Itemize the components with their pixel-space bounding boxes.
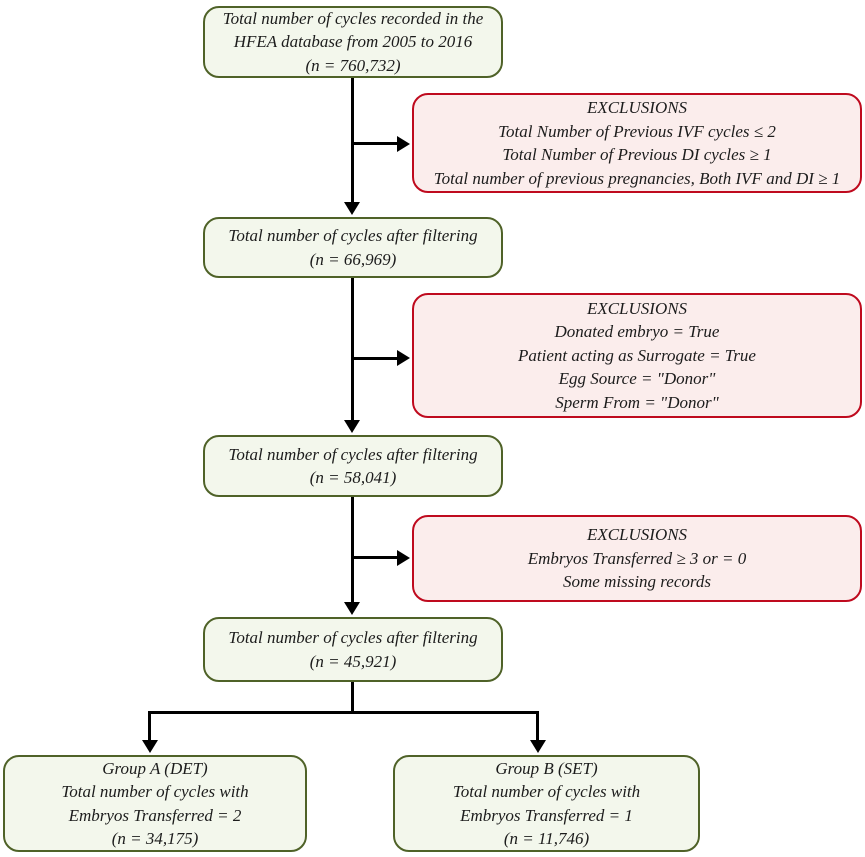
node-text-line: Egg Source = "Donor"	[558, 369, 716, 389]
node-text-line: Total number of cycles with	[452, 782, 641, 801]
node-text-line: Embryos Transferred = 1	[460, 805, 633, 825]
connector-split-horizontal	[149, 711, 538, 714]
node-text-line: Total number of cycles after filtering	[228, 628, 478, 647]
connector-branch-exclusions-1	[352, 142, 397, 145]
arrow-down-icon	[344, 602, 360, 615]
node-text-line: (n = 66,969)	[309, 249, 397, 269]
connector-to-group-a	[148, 711, 151, 742]
node-text-line: (n = 11,746)	[503, 829, 590, 848]
node-text-line: Total Number of Previous DI cycles ≥ 1	[502, 145, 772, 164]
arrow-right-icon	[397, 136, 410, 152]
arrow-down-icon	[142, 740, 158, 753]
node-text-line: Total number of cycles with	[61, 782, 249, 801]
arrow-down-icon	[344, 202, 360, 215]
node-text-line: Embryos Transferred ≥ 3 or = 0	[527, 548, 747, 568]
node-exclusions-3: EXCLUSIONS Embryos Transferred ≥ 3 or = …	[412, 515, 862, 602]
node-text-line: Total Number of Previous IVF cycles ≤ 2	[498, 121, 776, 141]
node-total-cycles-recorded: Total number of cycles recorded in the H…	[203, 6, 503, 78]
arrow-down-icon	[530, 740, 546, 753]
arrow-right-icon	[397, 350, 410, 366]
node-exclusions-1: EXCLUSIONS Total Number of Previous IVF …	[412, 93, 862, 193]
node-text-line: Some missing records	[563, 572, 711, 592]
node-group-b-set: Group B (SET) Total number of cycles wit…	[393, 755, 700, 852]
connector-branch-exclusions-2	[352, 357, 397, 360]
node-text-line: Patient acting as Surrogate = True	[518, 345, 756, 365]
connector-to-group-b	[536, 711, 539, 742]
connector-filtered2-to-filtered3	[351, 497, 354, 604]
node-text-line: HFEA database from 2005 to 2016	[233, 32, 473, 52]
node-text-line: (n = 34,175)	[111, 829, 199, 848]
arrow-down-icon	[344, 420, 360, 433]
node-text-line: Total number of cycles after filtering	[228, 444, 478, 464]
node-text-line: Group B (SET)	[495, 758, 598, 778]
connector-branch-exclusions-3	[352, 556, 397, 559]
arrow-right-icon	[397, 550, 410, 566]
node-cycles-after-filtering-1: Total number of cycles after filtering (…	[203, 217, 503, 278]
connector-filtered3-stub	[351, 682, 354, 714]
node-text-line: Group A (DET)	[102, 758, 208, 778]
node-text-line: EXCLUSIONS	[586, 525, 688, 545]
node-text-line: Sperm From = "Donor"	[555, 392, 719, 412]
node-cycles-after-filtering-3: Total number of cycles after filtering (…	[203, 617, 503, 682]
node-exclusions-2: EXCLUSIONS Donated embryo = True Patient…	[412, 293, 862, 418]
node-text-line: Total number of cycles recorded in the	[222, 8, 484, 28]
node-group-a-det: Group A (DET) Total number of cycles wit…	[3, 755, 307, 852]
node-text-line: Total number of cycles after filtering	[228, 226, 478, 245]
node-text-line: Embryos Transferred = 2	[68, 805, 242, 825]
node-text-line: Total number of previous pregnancies, Bo…	[433, 168, 841, 188]
node-text-line: EXCLUSIONS	[586, 98, 688, 117]
node-text-line: (n = 45,921)	[309, 651, 397, 671]
connector-filtered1-to-filtered2	[351, 278, 354, 423]
node-text-line: (n = 760,732)	[305, 55, 401, 75]
connector-source-to-filtered1	[351, 78, 354, 205]
node-text-line: (n = 58,041)	[309, 468, 397, 487]
node-text-line: EXCLUSIONS	[586, 298, 688, 318]
node-text-line: Donated embryo = True	[554, 322, 720, 342]
node-cycles-after-filtering-2: Total number of cycles after filtering (…	[203, 435, 503, 497]
